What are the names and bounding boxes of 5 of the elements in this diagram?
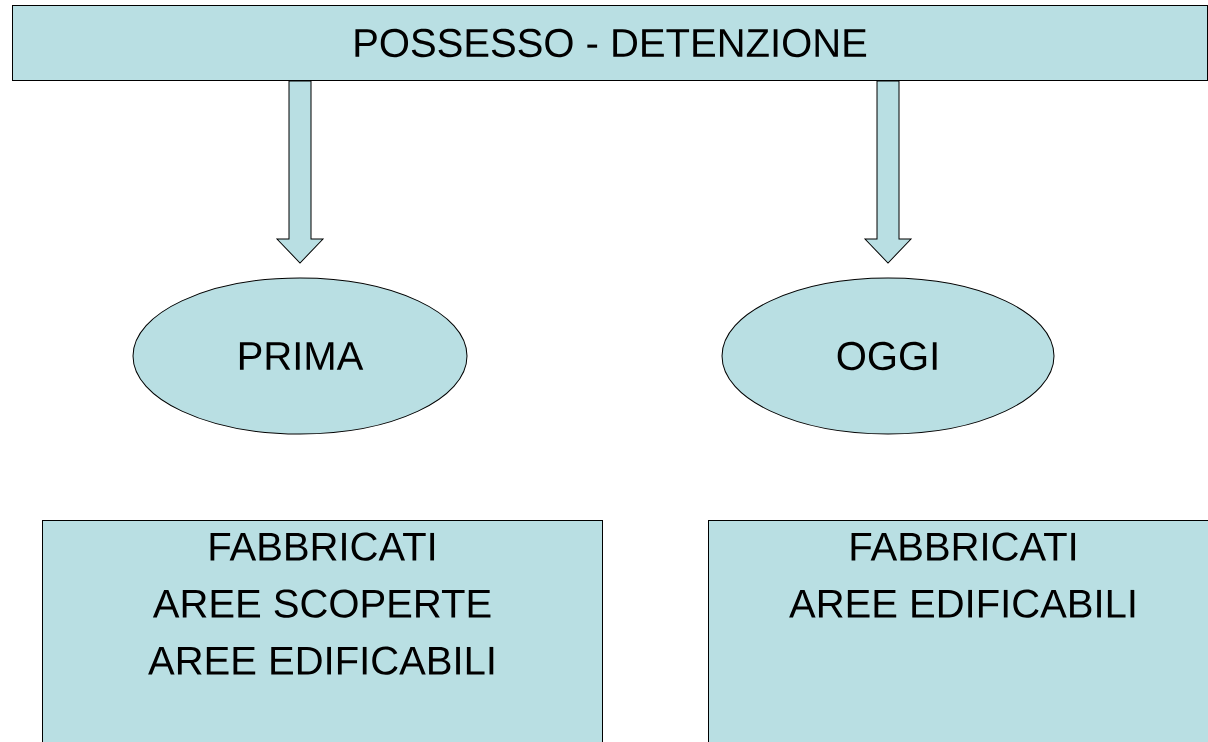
list-box: FABBRICATI AREE EDIFICABILI [708, 520, 1208, 742]
block-arrow [864, 80, 912, 264]
block-arrow [276, 80, 324, 264]
list-box: FABBRICATI AREE SCOPERTE AREE EDIFICABILI [42, 520, 603, 742]
title-box: POSSESSO - DETENZIONE [12, 5, 1208, 81]
